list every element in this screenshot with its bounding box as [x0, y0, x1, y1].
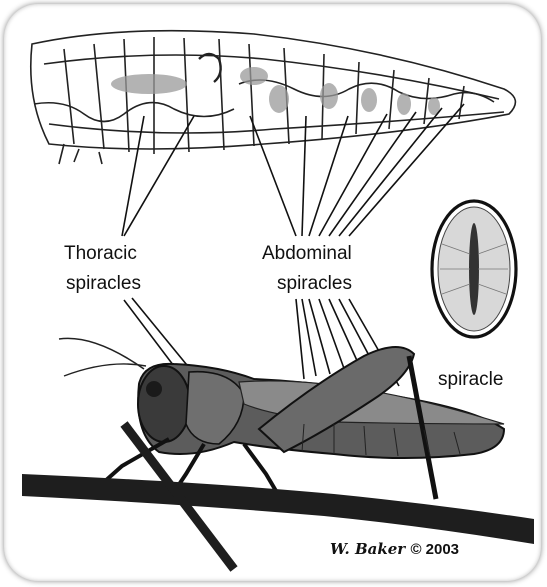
figure-frame: Thoracic spiracles Abdominal spiracles s… — [4, 4, 541, 581]
artist-name: W. Baker — [330, 540, 405, 558]
thoracic-label-line1: Thoracic — [64, 242, 137, 265]
abdominal-label-line2: spiracles — [277, 272, 352, 295]
artist-signature: W. Baker © 2003 — [330, 540, 459, 558]
thoracic-label-line2: spiracles — [66, 272, 141, 295]
spiracle-label: spiracle — [438, 368, 503, 391]
copyright-year: © 2003 — [410, 541, 459, 558]
branch-drawing — [22, 474, 534, 544]
grasshopper-drawing — [59, 338, 504, 499]
abdominal-label-line1: Abdominal — [262, 242, 352, 265]
thoracic-leader-lines-top — [122, 116, 194, 236]
spiracle-detail-drawing — [432, 201, 516, 337]
